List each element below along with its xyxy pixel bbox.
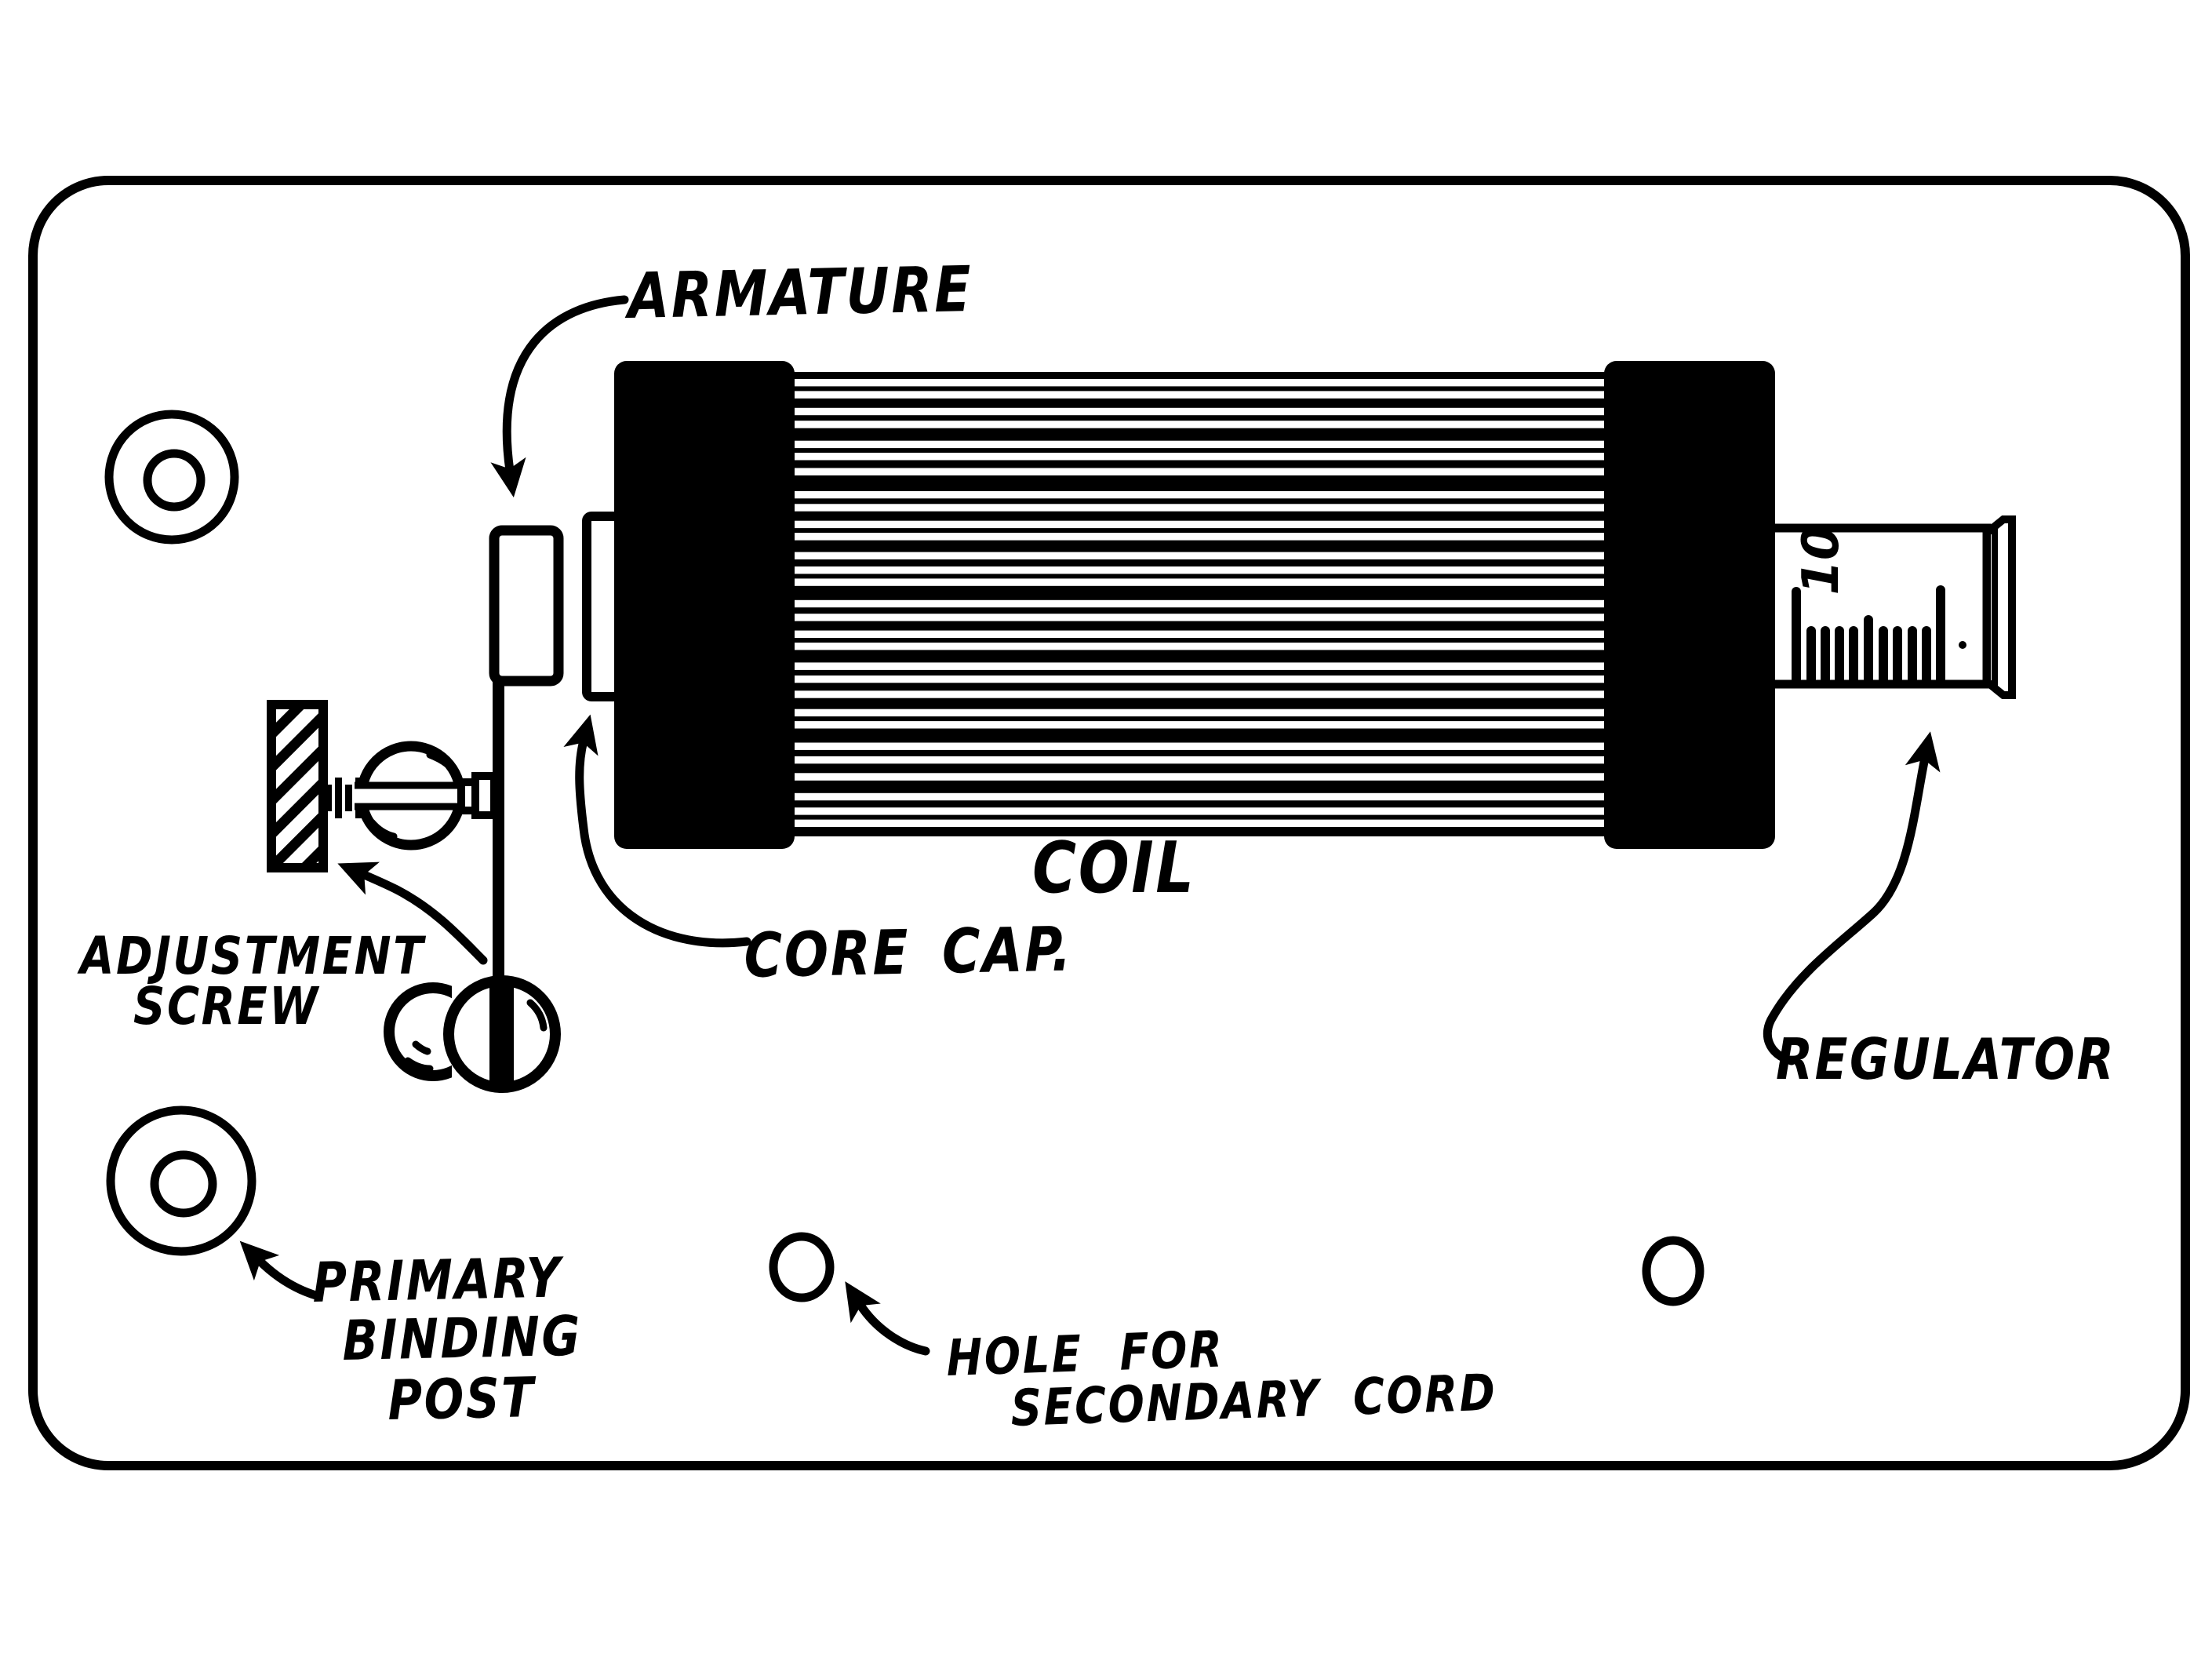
armature-spring-strip <box>493 675 504 989</box>
adjustment-screw-label-line2: SCREW <box>133 981 320 1033</box>
screw-support-plate <box>271 705 323 868</box>
coil-label: COIL <box>1032 833 1196 904</box>
regulator-label: REGULATOR <box>1776 1031 2116 1087</box>
primary-binding-post-label-line3: POST <box>387 1370 536 1428</box>
primary-binding-post-label-line2: BINDING <box>342 1309 582 1368</box>
coil-end-cap-right <box>1604 361 1775 849</box>
primary-binding-post-label-line1: PRIMARY <box>312 1250 562 1310</box>
contact-points <box>389 979 555 1087</box>
secondary-hole-label-line2: SECONDARY CORD <box>1010 1368 1497 1434</box>
secondary-cord-hole <box>773 1237 830 1298</box>
ruler-scale-number: 10 <box>1798 521 1845 599</box>
armature-shape <box>494 530 558 681</box>
core-cap-label: CORE CAP. <box>744 919 1073 987</box>
secondary-cord-hole-right <box>1646 1240 1700 1302</box>
armature-label: ARMATURE <box>628 258 973 328</box>
adjustment-screw-label-line1: ADJUSTMENT <box>80 931 425 982</box>
coil-end-cap-left <box>614 361 795 849</box>
ruler-end-flange <box>1987 519 2012 695</box>
screw-collar <box>475 776 494 815</box>
